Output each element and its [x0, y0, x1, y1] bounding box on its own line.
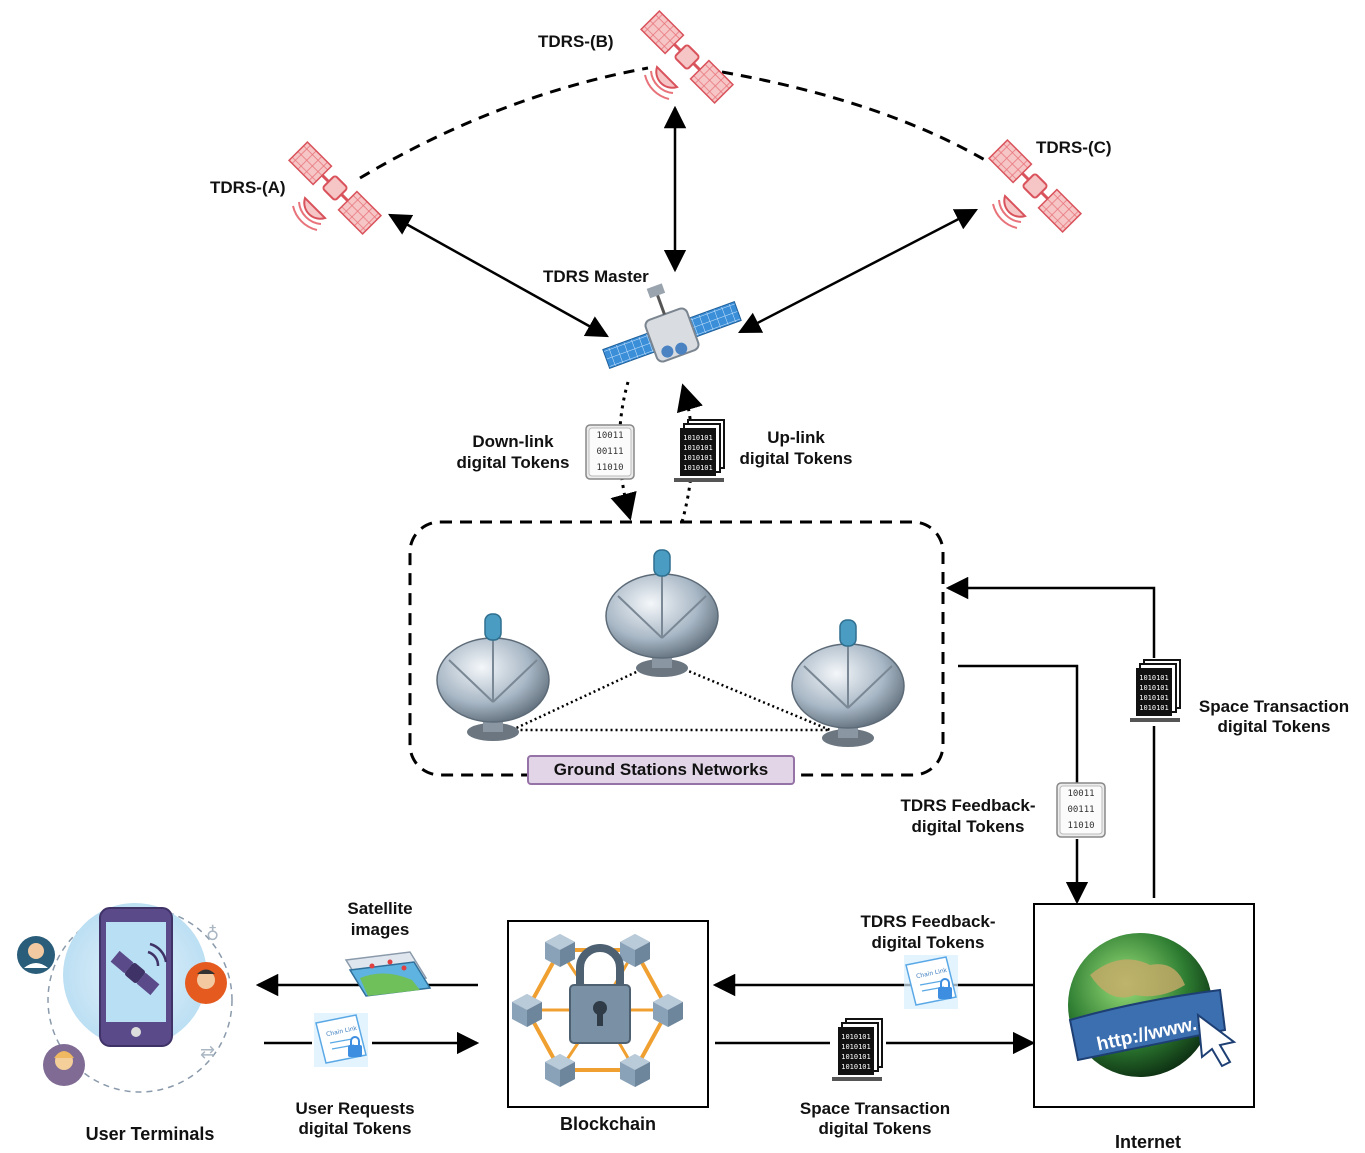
svg-text:1010101: 1010101 — [683, 464, 713, 472]
user-terminals-icon: ♁ ⇄ — [17, 903, 233, 1093]
svg-text:1010101: 1010101 — [683, 454, 713, 462]
link-a-master — [388, 213, 609, 338]
tdrs-feedback-token-icon: 10011 00111 11010 — [1055, 782, 1107, 839]
svg-text:♁: ♁ — [206, 924, 219, 945]
downlink-label-line1: Down-link — [472, 432, 554, 451]
blockchain-network-icon — [512, 934, 683, 1087]
svg-text:1010101: 1010101 — [1139, 684, 1169, 692]
svg-text:10011: 10011 — [596, 431, 623, 441]
svg-text:10011: 10011 — [1067, 789, 1094, 799]
internet-to-ground-line — [945, 576, 1156, 898]
internet-label: Internet — [1114, 1132, 1181, 1152]
user-requests-line1: User Requests — [295, 1099, 415, 1118]
internet-globe-icon: http://www. — [1068, 933, 1237, 1077]
tdrs-feedback-vertical-line2: digital Tokens — [911, 817, 1025, 836]
orbit-arc-left — [359, 66, 649, 180]
user-terminals-label: User Terminals — [85, 1124, 215, 1144]
svg-text:11010: 11010 — [596, 463, 623, 473]
user-requests-line2: digital Tokens — [298, 1119, 412, 1138]
uplink-label-line1: Up-link — [767, 428, 825, 447]
svg-text:00111: 00111 — [596, 447, 623, 457]
space-transaction-bottom-line1: Space Transaction — [799, 1099, 951, 1118]
space-transaction-token-icon: 1010101 1010101 1010101 1010101 — [1128, 658, 1184, 726]
svg-text:00111: 00111 — [1067, 805, 1094, 815]
tdrs-a-satellite-icon — [287, 140, 383, 236]
space-transaction-right-line1: Space Transaction — [1198, 697, 1350, 716]
link-c-master — [738, 208, 978, 334]
tdrs-feedback-vertical-line1: TDRS Feedback- — [900, 796, 1036, 815]
space-transaction-right-line2: digital Tokens — [1217, 717, 1331, 736]
tdrs-feedback-bottom-line2: digital Tokens — [871, 933, 985, 952]
tdrs-b-label: TDRS-(B) — [538, 32, 614, 51]
user-request-chain-token-icon: Chain Link — [312, 1011, 372, 1071]
svg-text:1010101: 1010101 — [841, 1053, 871, 1061]
satellite-images-line2: images — [350, 920, 410, 939]
tdrs-a-label: TDRS-(A) — [210, 178, 286, 197]
tdrs-feedback-bottom-line1: TDRS Feedback- — [860, 912, 996, 931]
satellite-images-icon — [344, 951, 432, 997]
tdrs-master-label: TDRS Master — [543, 267, 649, 286]
ground-station-dish-icon — [791, 619, 905, 748]
ground-stations-badge: Ground Stations Networks — [527, 755, 795, 785]
svg-text:1010101: 1010101 — [1139, 704, 1169, 712]
svg-text:1010101: 1010101 — [683, 434, 713, 442]
tdrs-c-label: TDRS-(C) — [1036, 138, 1112, 157]
tdrs-master-satellite-icon — [602, 283, 742, 369]
svg-text:1010101: 1010101 — [841, 1033, 871, 1041]
svg-text:1010101: 1010101 — [841, 1043, 871, 1051]
svg-text:1010101: 1010101 — [1139, 694, 1169, 702]
downlink-label-line2: digital Tokens — [456, 453, 570, 472]
feedback-chain-token-icon: Chain Link — [903, 954, 959, 1010]
ground-station-links — [511, 658, 831, 732]
orbit-arc-right — [721, 70, 986, 162]
svg-text:⇄: ⇄ — [200, 1042, 215, 1063]
uplink-token-icon: 1010101 1010101 1010101 1010101 — [673, 419, 725, 483]
svg-text:1010101: 1010101 — [1139, 674, 1169, 682]
space-transaction-bottom-line2: digital Tokens — [818, 1119, 932, 1138]
tdrs-b-satellite-icon — [639, 9, 735, 105]
svg-text:11010: 11010 — [1067, 821, 1094, 831]
svg-text:1010101: 1010101 — [683, 444, 713, 452]
uplink-label-line2: digital Tokens — [739, 449, 853, 468]
transaction-dense-token-icon: 1010101 1010101 1010101 1010101 — [830, 1017, 886, 1085]
downlink-token-icon: 10011 00111 11010 — [585, 424, 635, 480]
blockchain-label: Blockchain — [559, 1114, 657, 1134]
satellite-images-line1: Satellite — [347, 899, 413, 918]
svg-text:1010101: 1010101 — [841, 1063, 871, 1071]
uplink-arrow — [676, 383, 703, 523]
ground-station-dish-icon — [605, 549, 719, 678]
